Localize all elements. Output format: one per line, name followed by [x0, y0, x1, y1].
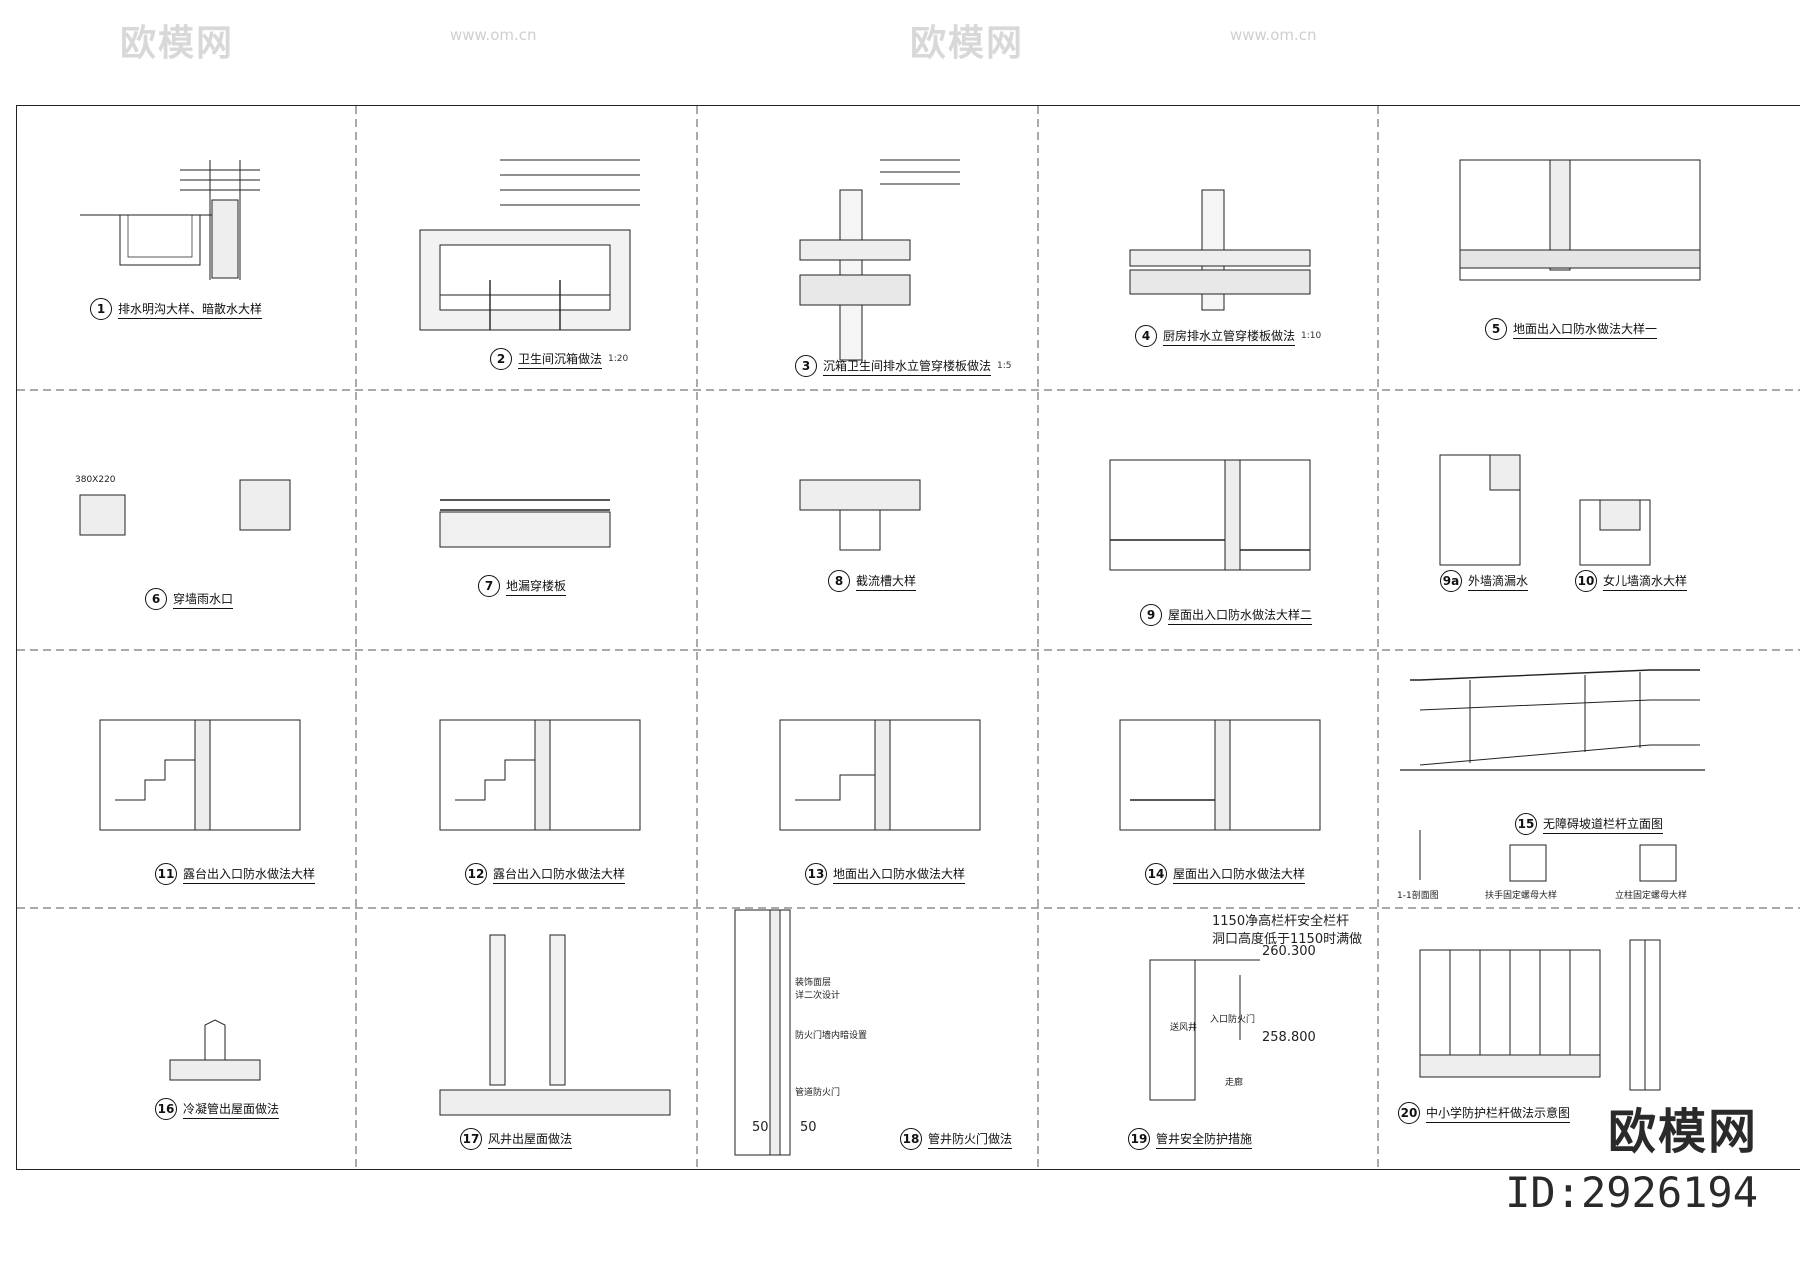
detail-caption: 10 女儿墙滴水大样 — [1575, 570, 1688, 592]
elevation-label: 258.800 — [1262, 1030, 1316, 1045]
detail-title: 屋面出入口防水做法大样二 — [1168, 606, 1313, 625]
watermark-brand: 欧模网 — [910, 23, 1025, 64]
shaft-label: 送风井 — [1170, 1023, 1198, 1033]
fire-door-label: 防火门墙内暗设置 — [795, 1031, 868, 1041]
detail-title: 卫生间沉箱做法 — [518, 350, 603, 369]
detail-number: 17 — [460, 1128, 482, 1150]
detail-caption: 12 露台出入口防水做法大样 — [465, 863, 626, 885]
detail-caption: 15 无障碍坡道栏杆立面图 — [1515, 813, 1664, 835]
detail-title: 厨房排水立管穿楼板做法 — [1163, 327, 1296, 346]
detail-caption: 19 管井安全防护措施 — [1128, 1128, 1253, 1150]
detail-caption: 5 地面出入口防水做法大样一 — [1485, 318, 1658, 340]
detail-number: 8 — [828, 570, 850, 592]
rail-note: 1150净高栏杆安全栏杆 — [1212, 914, 1350, 929]
detail-caption: 11 露台出入口防水做法大样 — [155, 863, 316, 885]
detail-number: 2 — [490, 348, 512, 370]
detail-number: 10 — [1575, 570, 1597, 592]
model-id: ID:2926194 — [1505, 1168, 1758, 1217]
fire-door-label: 管道防火门 — [795, 1088, 841, 1098]
watermark-url: www.om.cn — [450, 26, 537, 44]
detail-title: 管井防火门做法 — [928, 1130, 1013, 1149]
detail-number: 16 — [155, 1098, 177, 1120]
detail-title: 地漏穿楼板 — [506, 577, 567, 596]
detail-title: 屋面出入口防水做法大样 — [1173, 865, 1306, 884]
elevation-label: 260.300 — [1262, 944, 1316, 959]
drawing-sheet-frame — [16, 105, 1800, 1170]
detail-caption: 16 冷凝管出屋面做法 — [155, 1098, 280, 1120]
corridor-label: 走廊 — [1225, 1078, 1244, 1088]
detail-title: 露台出入口防水做法大样 — [493, 865, 626, 884]
detail-caption: 9a 外墙滴漏水 — [1440, 570, 1529, 592]
detail-caption: 18 管井防火门做法 — [900, 1128, 1013, 1150]
watermark-brand: 欧模网 — [120, 23, 235, 64]
pit-size-label: 380X220 — [75, 475, 116, 485]
post-detail-label: 立柱固定螺母大样 — [1615, 891, 1688, 901]
detail-number: 15 — [1515, 813, 1537, 835]
detail-caption: 9 屋面出入口防水做法大样二 — [1140, 604, 1313, 626]
detail-number: 9a — [1440, 570, 1462, 592]
section-label: 1-1剖面图 — [1397, 891, 1439, 901]
detail-caption: 17 风井出屋面做法 — [460, 1128, 573, 1150]
rail-note: 洞口高度低于1150时满做 — [1212, 932, 1363, 947]
detail-caption: 2 卫生间沉箱做法 1:20 — [490, 348, 628, 370]
handrail-detail-label: 扶手固定螺母大样 — [1485, 891, 1558, 901]
detail-caption: 13 地面出入口防水做法大样 — [805, 863, 966, 885]
fire-door-label: 详二次设计 — [795, 991, 841, 1001]
detail-title: 风井出屋面做法 — [488, 1130, 573, 1149]
detail-number: 7 — [478, 575, 500, 597]
detail-number: 3 — [795, 355, 817, 377]
detail-number: 13 — [805, 863, 827, 885]
detail-title: 中小学防护栏杆做法示意图 — [1426, 1104, 1571, 1123]
watermark-url: www.om.cn — [1230, 26, 1317, 44]
detail-title: 沉箱卫生间排水立管穿楼板做法 — [823, 357, 992, 376]
dimension-label: 50 — [752, 1120, 769, 1135]
detail-caption: 7 地漏穿楼板 — [478, 575, 567, 597]
detail-number: 14 — [1145, 863, 1167, 885]
detail-number: 5 — [1485, 318, 1507, 340]
detail-caption: 8 截流槽大样 — [828, 570, 917, 592]
detail-caption: 14 屋面出入口防水做法大样 — [1145, 863, 1306, 885]
detail-scale: 1:20 — [608, 354, 629, 364]
detail-number: 9 — [1140, 604, 1162, 626]
detail-caption: 20 中小学防护栏杆做法示意图 — [1398, 1102, 1571, 1124]
detail-scale: 1:5 — [997, 361, 1012, 371]
detail-title: 无障碍坡道栏杆立面图 — [1543, 815, 1664, 834]
detail-caption: 4 厨房排水立管穿楼板做法 1:10 — [1135, 325, 1321, 347]
detail-number: 6 — [145, 588, 167, 610]
detail-number: 1 — [90, 298, 112, 320]
detail-title: 穿墙雨水口 — [173, 590, 234, 609]
brand-logo-text: 欧模网 — [1607, 1104, 1758, 1160]
detail-title: 排水明沟大样、暗散水大样 — [118, 300, 263, 319]
detail-number: 18 — [900, 1128, 922, 1150]
detail-number: 11 — [155, 863, 177, 885]
detail-title: 地面出入口防水做法大样一 — [1513, 320, 1658, 339]
detail-title: 地面出入口防水做法大样 — [833, 865, 966, 884]
detail-number: 20 — [1398, 1102, 1420, 1124]
detail-title: 冷凝管出屋面做法 — [183, 1100, 280, 1119]
detail-title: 女儿墙滴水大样 — [1603, 572, 1688, 591]
detail-scale: 1:10 — [1301, 331, 1322, 341]
detail-title: 截流槽大样 — [856, 572, 917, 591]
dimension-label: 50 — [800, 1120, 817, 1135]
fire-door-label: 装饰面层 — [795, 978, 832, 988]
door-note: 入口防火门 — [1210, 1015, 1256, 1025]
detail-title: 露台出入口防水做法大样 — [183, 865, 316, 884]
detail-number: 12 — [465, 863, 487, 885]
detail-caption: 3 沉箱卫生间排水立管穿楼板做法 1:5 — [795, 355, 1012, 377]
detail-caption: 1 排水明沟大样、暗散水大样 — [90, 298, 263, 320]
detail-title: 外墙滴漏水 — [1468, 572, 1529, 591]
detail-caption: 6 穿墙雨水口 — [145, 588, 234, 610]
detail-number: 19 — [1128, 1128, 1150, 1150]
detail-title: 管井安全防护措施 — [1156, 1130, 1253, 1149]
detail-number: 4 — [1135, 325, 1157, 347]
